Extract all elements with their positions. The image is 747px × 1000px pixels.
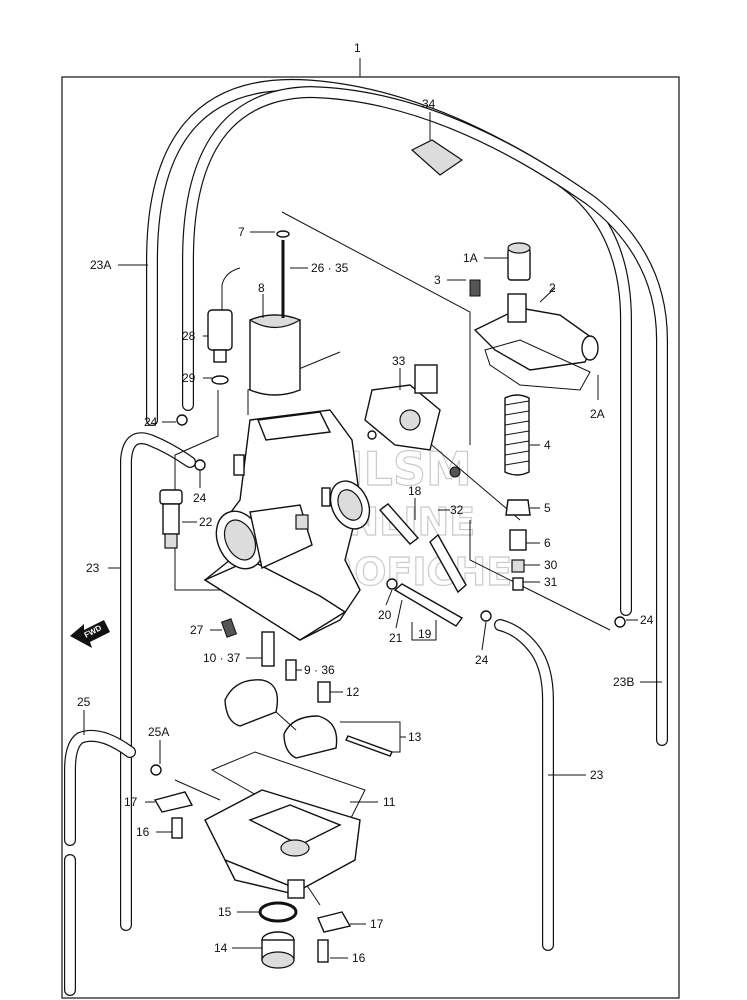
callout-8: 8 <box>258 281 265 295</box>
callout-2: 2 <box>549 281 556 295</box>
callout-2a: 2A <box>590 407 605 421</box>
callout-27: 27 <box>190 623 204 637</box>
frame-border <box>61 76 680 999</box>
callout-1: 1 <box>354 41 361 55</box>
callout-24-a: 24 <box>144 415 158 429</box>
top-cover <box>469 242 599 391</box>
callout-19: 19 <box>418 627 432 641</box>
hose-clips <box>150 414 626 776</box>
drain-plug <box>258 901 298 969</box>
callout-6: 6 <box>544 536 551 550</box>
guide-lines <box>174 211 611 906</box>
screw-assembly <box>378 466 467 627</box>
leader-lines <box>83 112 662 959</box>
screw-27 <box>220 618 238 638</box>
throttle-position-sensor <box>364 364 441 451</box>
vent-hoses <box>146 78 668 746</box>
callout-32: 32 <box>450 503 464 517</box>
callout-31: 31 <box>544 575 558 589</box>
callout-24-b: 24 <box>193 491 207 505</box>
callout-7: 7 <box>238 225 245 239</box>
callout-28: 28 <box>182 329 196 343</box>
starter-plunger <box>207 267 241 385</box>
jet-needle <box>276 230 290 318</box>
air-screw <box>159 489 183 549</box>
callout-21: 21 <box>389 631 403 645</box>
callout-3: 3 <box>434 273 441 287</box>
callout-24-d: 24 <box>475 653 489 667</box>
carburetor-body <box>203 409 371 641</box>
callout-23a: 23A <box>90 258 111 272</box>
callout-30: 30 <box>544 558 558 572</box>
callout-24-c: 24 <box>640 613 654 627</box>
callout-34: 34 <box>422 97 436 111</box>
callout-10-37: 10 · 37 <box>203 651 241 665</box>
needle-retainer-parts <box>505 499 531 591</box>
callout-17-a: 17 <box>124 795 138 809</box>
callout-15: 15 <box>218 905 232 919</box>
hose-23-right <box>494 619 554 951</box>
brackets-and-screws <box>153 791 352 963</box>
callout-25a: 25A <box>148 725 169 739</box>
callout-14: 14 <box>214 941 228 955</box>
callout-29: 29 <box>182 371 196 385</box>
hose-23-left <box>120 432 196 931</box>
callout-13: 13 <box>408 730 422 744</box>
callout-18: 18 <box>408 484 422 498</box>
callout-26-35: 26 · 35 <box>311 261 349 275</box>
callout-17-b: 17 <box>370 917 384 931</box>
callout-23b: 23B <box>613 675 634 689</box>
callout-33: 33 <box>392 354 406 368</box>
callout-23-right: 23 <box>590 768 604 782</box>
floats <box>224 679 393 759</box>
callout-labels: 1 34 23A 7 26 · 35 1A 3 2 8 28 29 33 2A … <box>77 41 654 965</box>
float-bowl <box>204 751 366 899</box>
callout-20: 20 <box>378 608 392 622</box>
callout-12: 12 <box>346 685 360 699</box>
hose-25 <box>64 729 136 996</box>
callout-25: 25 <box>77 695 91 709</box>
callout-4: 4 <box>544 438 551 452</box>
callout-16-a: 16 <box>136 825 150 839</box>
slide-spring <box>504 394 530 476</box>
callout-9-36: 9 · 36 <box>304 663 335 677</box>
callout-5: 5 <box>544 501 551 515</box>
callout-16-b: 16 <box>352 951 366 965</box>
callout-22: 22 <box>199 515 213 529</box>
jets <box>261 631 331 703</box>
fwd-arrow-icon: FWD <box>70 620 110 648</box>
callout-11: 11 <box>383 795 396 809</box>
callout-23-left: 23 <box>86 561 100 575</box>
callout-1a: 1A <box>463 251 478 265</box>
throttle-slide <box>248 314 302 396</box>
